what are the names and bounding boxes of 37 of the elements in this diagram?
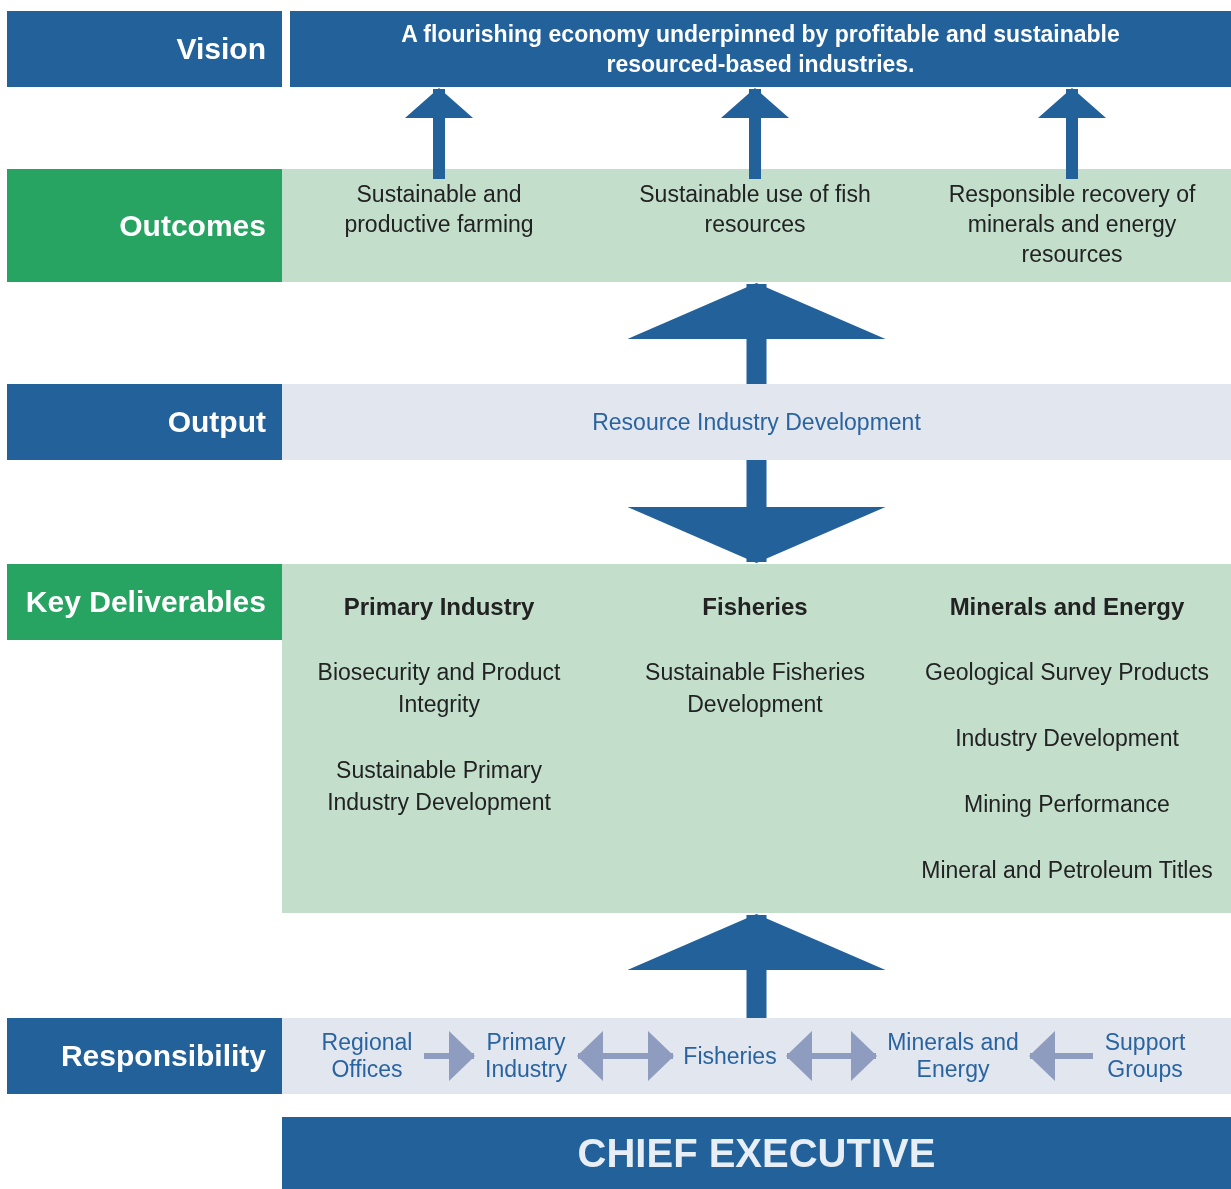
column-heading: Fisheries — [702, 592, 808, 622]
deliverable-text: Sustainable Primary Industry Development — [326, 756, 552, 817]
unit-name: Regional Offices — [312, 1018, 422, 1094]
outcome-text: Responsible recovery of minerals and energy resources — [932, 179, 1212, 269]
deliverable-text: Biosecurity and Product Integrity — [316, 658, 562, 719]
deliverable-text: Sustainable Fisheries Development — [644, 658, 866, 719]
outcome-text: Sustainable use of fish resources — [625, 179, 885, 269]
vision-banner: A flourishing economy underpinned by profitable and sustainable resourced-based industries. — [290, 11, 1231, 87]
row-label: Key Deliverables — [7, 564, 282, 640]
double-arrow — [577, 1031, 674, 1081]
arrow — [424, 1031, 475, 1081]
unit-name: Fisheries — [675, 1018, 785, 1094]
panel-background — [282, 564, 1231, 913]
arrow — [1029, 1031, 1093, 1081]
row-label: Vision — [7, 11, 282, 87]
arrow — [405, 88, 473, 179]
output-banner: Resource Industry Development — [282, 384, 1231, 460]
unit-name: Minerals and Energy — [878, 1018, 1028, 1094]
outcome-text: Sustainable and productive farming — [309, 179, 569, 269]
row-label: Outcomes — [7, 169, 282, 282]
arrow — [627, 283, 886, 384]
chief-executive-banner: CHIEF EXECUTIVE — [282, 1117, 1231, 1189]
deliverable-text: Industry Development — [955, 724, 1179, 753]
unit-name: Support Groups — [1095, 1018, 1195, 1094]
deliverable-text: Geological Survey Products — [925, 658, 1209, 687]
double-arrow — [786, 1031, 877, 1081]
row-label: Responsibility — [7, 1018, 282, 1094]
column-heading: Primary Industry — [343, 592, 535, 622]
row-label: Output — [7, 384, 282, 460]
deliverable-text: Mining Performance — [964, 790, 1170, 819]
arrow — [721, 88, 789, 179]
column-heading: Minerals and Energy — [949, 592, 1185, 622]
arrow — [627, 460, 886, 563]
unit-name: Primary Industry — [476, 1018, 576, 1094]
arrow — [627, 914, 886, 1018]
deliverable-text: Mineral and Petroleum Titles — [921, 856, 1213, 885]
arrow — [1038, 88, 1106, 179]
